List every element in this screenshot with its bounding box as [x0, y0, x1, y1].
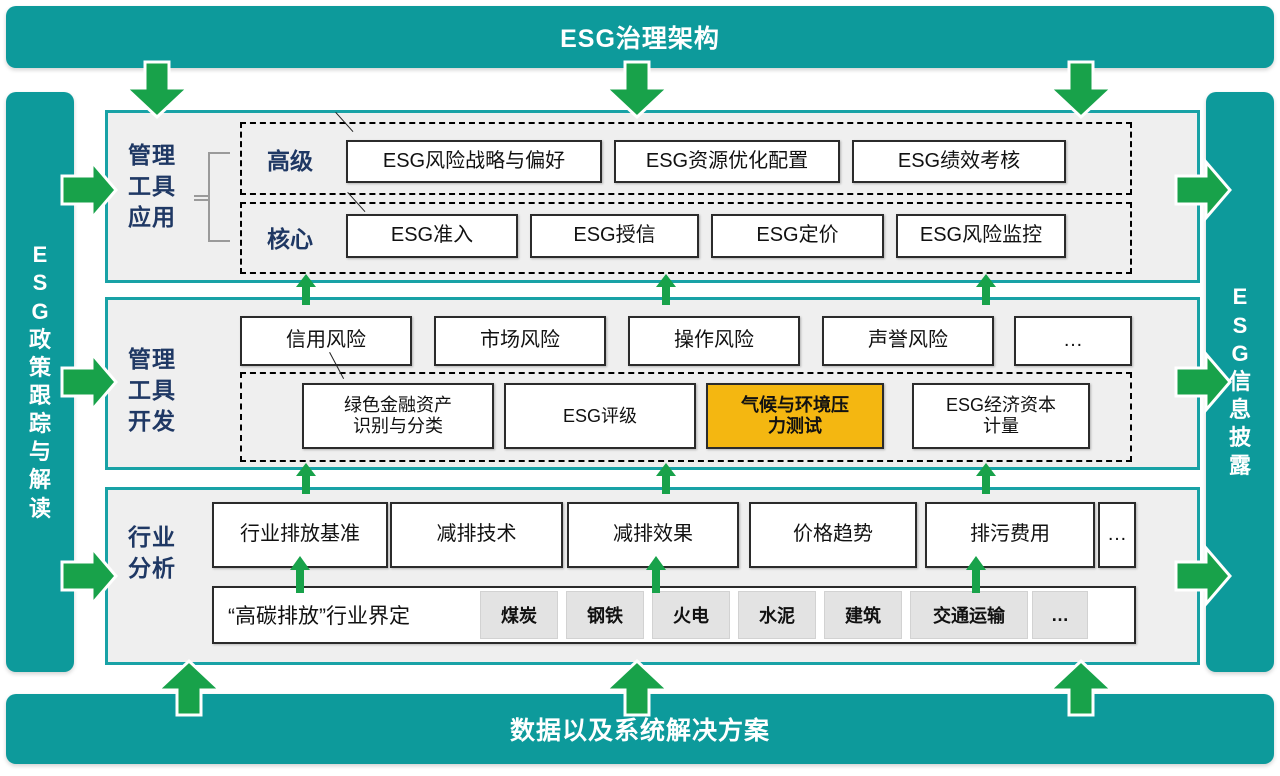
node-metric-more[interactable]: … [1098, 502, 1136, 568]
arrow-up-row2-row1-b [654, 274, 678, 306]
tier-label-core: 核心 [267, 226, 313, 252]
left-rail-char: E [32, 242, 48, 268]
chip-coal[interactable]: 煤炭 [480, 591, 558, 639]
right-rail-char: 披 [1228, 425, 1251, 451]
tool-region [240, 372, 1132, 462]
right-rail-char: S [1232, 312, 1248, 338]
industry-definition-label: “高碳排放”行业界定 [228, 605, 410, 628]
arrow-up-row3-row2-b [654, 463, 678, 495]
top-banner: ESG治理架构 [6, 6, 1274, 68]
tier-label-advanced: 高级 [267, 148, 313, 174]
node-esg-admission[interactable]: ESG准入 [346, 214, 518, 258]
node-emission-reduction-tech[interactable]: 减排技术 [390, 502, 563, 568]
chip-steel[interactable]: 钢铁 [566, 591, 644, 639]
node-climate-stress-test[interactable]: 气候与环境压 力测试 [706, 383, 884, 449]
node-green-asset-classification[interactable]: 绿色金融资产 识别与分类 [302, 383, 494, 449]
arrow-up-bottom-center [598, 658, 676, 717]
left-rail-char: 踪 [28, 411, 51, 437]
arrow-down-top-center [598, 60, 676, 120]
right-rail-char: G [1231, 340, 1249, 366]
left-rail-char: 政 [28, 326, 51, 352]
chip-cement[interactable]: 水泥 [738, 591, 816, 639]
left-rail-char: 与 [28, 439, 51, 465]
left-rail-char: 跟 [28, 383, 51, 408]
tier-region-advanced [240, 122, 1132, 195]
node-esg-rating[interactable]: ESG评级 [504, 383, 696, 449]
row-1-bracket [208, 152, 230, 242]
node-esg-risk-strategy[interactable]: ESG风险战略与偏好 [346, 140, 602, 183]
node-price-trend[interactable]: 价格趋势 [749, 502, 917, 568]
left-rail-char: 策 [28, 354, 51, 380]
node-esg-resource-allocation[interactable]: ESG资源优化配置 [614, 140, 840, 183]
bottom-banner-label: 数据以及系统解决方案 [509, 717, 770, 745]
arrow-right-row3-rail [1174, 543, 1232, 609]
arrow-up-row3-row2-c [974, 463, 998, 495]
arrow-up-row3-internal-b [644, 556, 668, 594]
arrow-right-rail-row2 [60, 349, 118, 415]
chip-transportation[interactable]: 交通运输 [910, 591, 1028, 639]
row-1-label: 管理 工具 应用 [128, 142, 176, 230]
tier-region-core [240, 202, 1132, 274]
chip-industry-more[interactable]: … [1032, 591, 1088, 639]
row-1-bracket-stem [194, 195, 210, 197]
arrow-up-row2-row1-c [974, 274, 998, 306]
node-credit-risk[interactable]: 信用风险 [240, 316, 412, 366]
node-reputation-risk[interactable]: 声誉风险 [822, 316, 994, 366]
arrow-right-row1-rail [1174, 157, 1232, 223]
right-rail-char: 露 [1228, 453, 1251, 479]
left-rail-char: S [32, 270, 48, 296]
row-2-label: 管理 工具 开发 [128, 346, 176, 434]
node-esg-performance-review[interactable]: ESG绩效考核 [852, 140, 1066, 183]
row-1-bracket-stem [194, 199, 210, 201]
arrow-up-row3-row2-a [294, 463, 318, 495]
arrow-right-rail-row1 [60, 157, 118, 223]
arrow-up-bottom-right [1042, 658, 1120, 717]
top-banner-label: ESG治理架构 [560, 25, 720, 53]
left-rail-char: G [31, 298, 49, 324]
arrow-up-bottom-left [150, 658, 228, 717]
arrow-up-row3-internal-a [288, 556, 312, 594]
right-rail-char: 信 [1228, 368, 1251, 394]
node-esg-economic-capital[interactable]: ESG经济资本 计量 [912, 383, 1090, 449]
right-rail-char: E [1232, 284, 1248, 310]
node-pollution-fee[interactable]: 排污费用 [925, 502, 1095, 568]
row-3-label: 行业 分析 [128, 524, 176, 581]
arrow-up-row2-row1-a [294, 274, 318, 306]
node-market-risk[interactable]: 市场风险 [434, 316, 606, 366]
chip-construction[interactable]: 建筑 [824, 591, 902, 639]
node-operational-risk[interactable]: 操作风险 [628, 316, 800, 366]
arrow-up-row3-internal-c [964, 556, 988, 594]
node-risk-more[interactable]: … [1014, 316, 1132, 366]
left-rail-char: 解 [28, 467, 51, 493]
node-emission-reduction-effect[interactable]: 减排效果 [567, 502, 739, 568]
arrow-down-top-right [1042, 60, 1120, 120]
right-rail-char: 息 [1228, 397, 1251, 423]
arrow-down-top-left [118, 60, 196, 120]
node-esg-risk-monitoring[interactable]: ESG风险监控 [896, 214, 1066, 258]
arrow-right-rail-row3 [60, 543, 118, 609]
left-rail-label: E S G 政 策 跟 踪 与 解 读 [6, 92, 74, 672]
right-rail-label: E S G 信 息 披 露 [1206, 92, 1274, 672]
chip-thermal-power[interactable]: 火电 [652, 591, 730, 639]
node-esg-pricing[interactable]: ESG定价 [711, 214, 884, 258]
left-rail-char: 读 [28, 495, 51, 521]
node-esg-credit[interactable]: ESG授信 [530, 214, 699, 258]
arrow-right-row2-rail [1174, 349, 1232, 415]
